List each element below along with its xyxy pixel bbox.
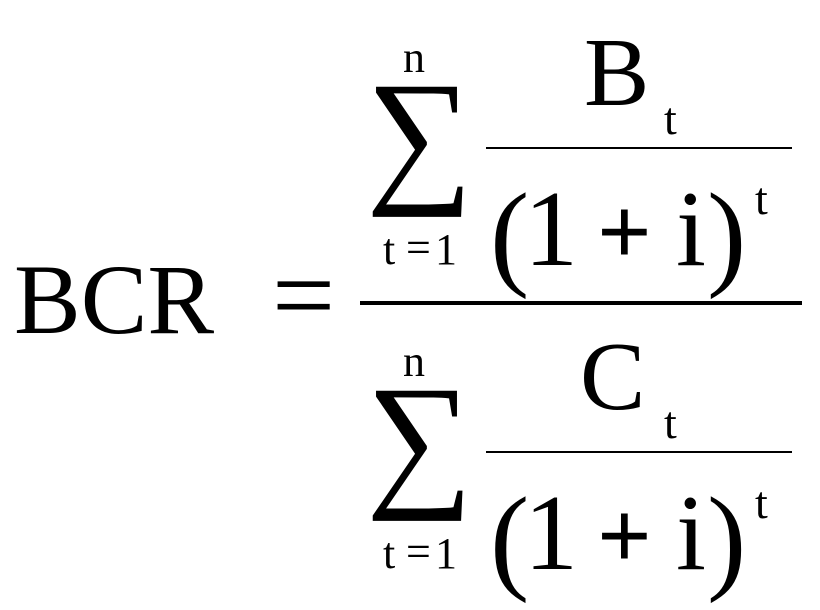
sum-lower-limit-var: t — [383, 225, 396, 274]
plus-sign: + — [597, 482, 652, 589]
close-paren: ) — [707, 169, 747, 300]
sum-lower-limit-val: 1 — [435, 529, 457, 578]
one-digit: 1 — [524, 474, 578, 593]
sum-upper-limit: n — [403, 33, 425, 82]
denominator-inner-fraction-bar — [486, 451, 792, 453]
cost-subscript: t — [664, 397, 677, 448]
interest-rate-symbol: i — [676, 170, 707, 289]
cost-symbol: C — [580, 323, 646, 431]
sum-upper-limit: n — [403, 337, 425, 386]
benefit-subscript: t — [664, 93, 677, 144]
benefit-symbol: B — [584, 19, 650, 127]
exponent: t — [755, 173, 768, 224]
sum-lower-limit-val: 1 — [435, 225, 457, 274]
sigma-symbol: ∑ — [366, 52, 473, 218]
sigma-symbol: ∑ — [366, 356, 473, 522]
exponent: t — [755, 477, 768, 528]
numerator-inner-fraction-bar — [486, 147, 792, 149]
equals-sign: = — [272, 234, 336, 358]
sum-lower-limit-eq: = — [406, 223, 431, 272]
interest-rate-symbol: i — [676, 474, 707, 593]
plus-sign: + — [597, 178, 652, 285]
close-paren: ) — [707, 473, 747, 604]
open-paren: ( — [490, 473, 530, 604]
main-fraction-bar — [360, 301, 802, 305]
sum-lower-limit-var: t — [383, 529, 396, 578]
sum-lower-limit-eq: = — [406, 527, 431, 576]
open-paren: ( — [490, 169, 530, 300]
one-digit: 1 — [524, 170, 578, 289]
formula-lhs: BCR — [14, 244, 215, 355]
